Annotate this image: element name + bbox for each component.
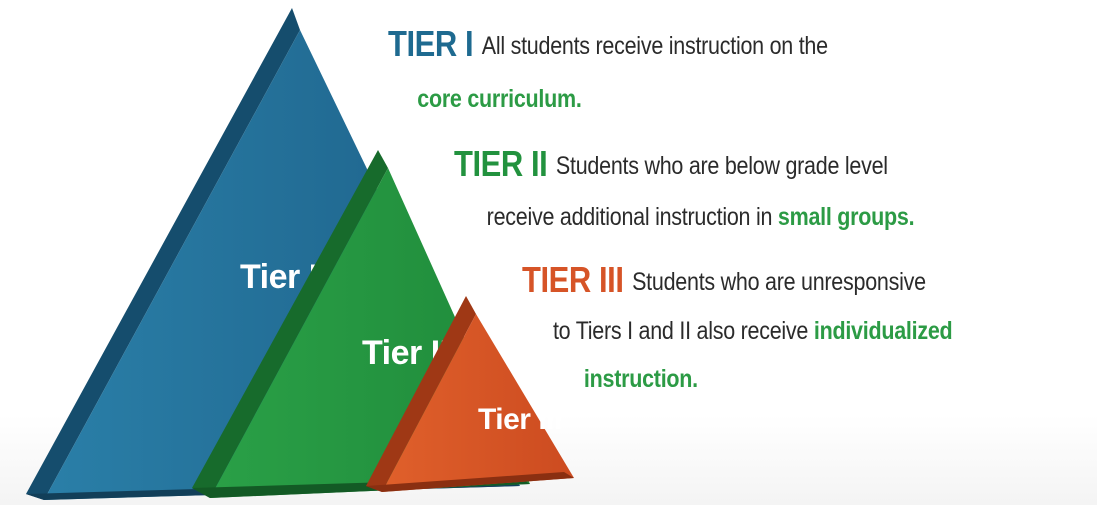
- tier1-line1: All students receive instruction on the: [481, 32, 828, 60]
- tier2-heading: TIER II: [454, 143, 548, 184]
- tier1-heading: TIER I: [388, 23, 474, 64]
- tier3-line2: to Tiers I and II also receive: [552, 317, 814, 345]
- tier2-line2: receive additional instruction in: [486, 203, 778, 231]
- tier1-pyramid-side: [26, 8, 300, 500]
- tier3-highlight: individualized: [813, 317, 953, 345]
- tier3-pyramid: Tier III: [366, 296, 574, 492]
- tier3-heading: TIER III: [522, 259, 624, 300]
- tier2-pyramid-side: [192, 150, 388, 498]
- tier3-highlight-line3: instruction.: [583, 365, 698, 393]
- tier2-highlight: small groups.: [777, 203, 915, 231]
- tier3-line1: Students who are unresponsive: [632, 268, 926, 296]
- tier3-pyramid-side: [366, 296, 476, 492]
- tier1-highlight: core curriculum.: [417, 85, 582, 113]
- tier2-line1: Students who are below grade level: [555, 152, 888, 180]
- tier3-pyramid-face: [382, 314, 574, 492]
- tier3-pyramid-base: [366, 472, 574, 492]
- tier3-pyramid-label: Tier III: [478, 403, 562, 436]
